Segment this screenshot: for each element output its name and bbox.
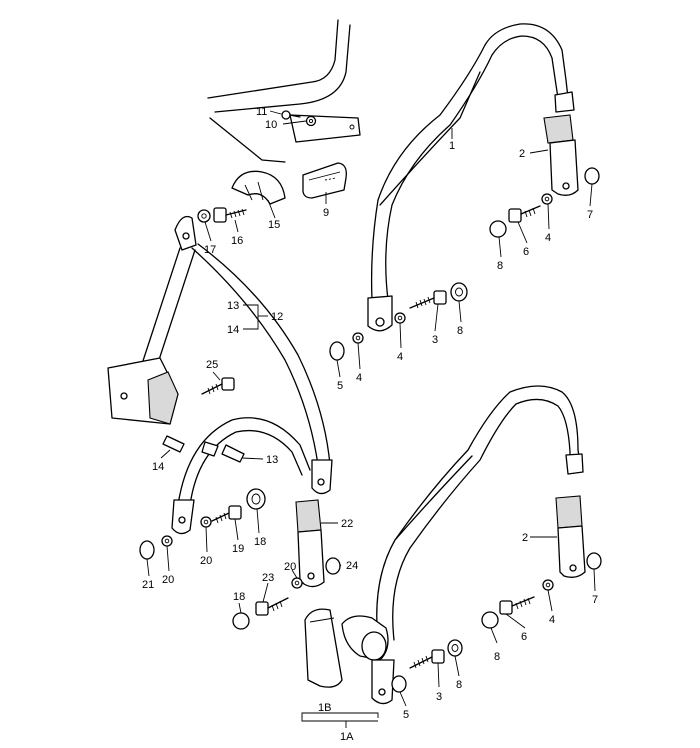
callout-17: 17 — [204, 244, 216, 256]
spacer-part-5-upper — [329, 341, 345, 361]
washer-part-4-lower-right — [542, 579, 554, 591]
bolt-part-19 — [211, 505, 242, 524]
spacer-part-24 — [325, 557, 341, 575]
callout-7-upper: 7 — [587, 209, 593, 221]
callout-3-upper: 3 — [432, 334, 438, 346]
bolt-part-16 — [213, 207, 247, 223]
callout-5-upper: 5 — [337, 380, 343, 392]
callout-13-upper: 13 — [227, 300, 239, 312]
washer-part-20-center — [200, 516, 212, 528]
bolt-part-23 — [255, 597, 289, 616]
spacer-part-7-upper — [584, 167, 600, 185]
callout-7-lower: 7 — [592, 594, 598, 606]
buckle-part-2-upper — [543, 114, 579, 196]
callout-6-upper: 6 — [523, 246, 529, 258]
callout-1-upper: 1 — [449, 140, 455, 152]
callout-12: 12 — [271, 311, 283, 323]
callout-6-lower: 6 — [521, 631, 527, 643]
callout-2-upper: 2 — [519, 148, 525, 160]
cap-part-8-lower-right — [481, 611, 499, 629]
callout-20-right: 20 — [284, 561, 296, 573]
spacer-part-5-lower — [391, 675, 407, 693]
cover-part-9 — [302, 162, 347, 199]
washer-part-4-upper-center — [394, 312, 406, 324]
callout-18-lower: 18 — [233, 591, 245, 603]
buckle-part-2-lower — [555, 495, 586, 578]
lap-belt-arc — [162, 417, 311, 535]
cap-part-18-lower — [232, 612, 250, 630]
callout-25: 25 — [206, 359, 218, 371]
callout-23: 23 — [262, 572, 274, 584]
washer-part-17 — [197, 209, 211, 223]
callout-24: 24 — [346, 560, 358, 572]
washer-part-10 — [305, 115, 317, 127]
callout-4-upper-left: 4 — [356, 372, 362, 384]
callout-16: 16 — [231, 235, 243, 247]
callout-8-upper-center: 8 — [457, 325, 463, 337]
callout-4-upper-center: 4 — [397, 351, 403, 363]
callout-3-lower: 3 — [436, 691, 442, 703]
callout-11: 11 — [256, 106, 267, 118]
callout-14-lower: 14 — [152, 461, 164, 473]
cap-part-8-upper-right — [489, 220, 507, 238]
callout-8-upper-right: 8 — [497, 260, 503, 272]
callout-22: 22 — [341, 518, 353, 530]
callout-19: 19 — [232, 543, 244, 555]
callout-4-lower-right: 4 — [549, 614, 555, 626]
buckle-part-22 — [295, 499, 325, 588]
callout-9: 9 — [323, 207, 329, 219]
callout-21: 21 — [142, 579, 154, 591]
washer-part-20-left — [161, 535, 173, 547]
bolt-part-3-lower — [409, 649, 445, 669]
bolt-part-6-upper — [508, 205, 541, 223]
callout-20-left: 20 — [162, 574, 174, 586]
belt-part-12-retractor — [107, 215, 333, 495]
callout-10: 10 — [265, 119, 277, 131]
callout-labels: 11 10 1 2 9 15 17 16 7 4 6 8 13 14 12 8 … — [142, 106, 598, 743]
callout-13-lower: 13 — [266, 454, 278, 466]
cap-part-18-upper — [246, 488, 266, 510]
spacer-part-7-lower — [586, 552, 602, 570]
leader-lines — [146, 110, 596, 728]
callout-5-lower: 5 — [403, 709, 409, 721]
callout-1A: 1A — [340, 731, 354, 743]
callout-8-lower-center: 8 — [456, 679, 462, 691]
cap-part-8-upper-center — [450, 282, 468, 302]
callout-15: 15 — [268, 219, 280, 231]
spacer-part-21 — [139, 540, 155, 560]
callout-20-center: 20 — [200, 555, 212, 567]
door-frame-outline — [207, 19, 361, 163]
callout-4-upper-right: 4 — [545, 232, 551, 244]
callout-1B: 1B — [318, 702, 331, 714]
callout-14-upper: 14 — [227, 324, 239, 336]
callout-8-lower-right: 8 — [494, 651, 500, 663]
washer-part-20-right — [291, 577, 303, 589]
washer-part-4-upper-left — [352, 332, 364, 344]
callout-18-upper: 18 — [254, 536, 266, 548]
belt-part-1-upper — [367, 23, 575, 332]
bolt-part-25 — [201, 377, 235, 395]
cap-part-8-lower-center — [447, 639, 463, 657]
bolt-part-6-lower — [499, 596, 535, 615]
bolt-part-3-upper — [409, 290, 447, 309]
callout-2-lower: 2 — [522, 532, 528, 544]
washer-part-4-upper-right — [541, 193, 553, 205]
retractor-cover-plate — [304, 608, 343, 688]
screw-part-11 — [281, 110, 301, 120]
belt-part-1-lower — [341, 385, 584, 705]
guide-part-15 — [231, 170, 286, 205]
